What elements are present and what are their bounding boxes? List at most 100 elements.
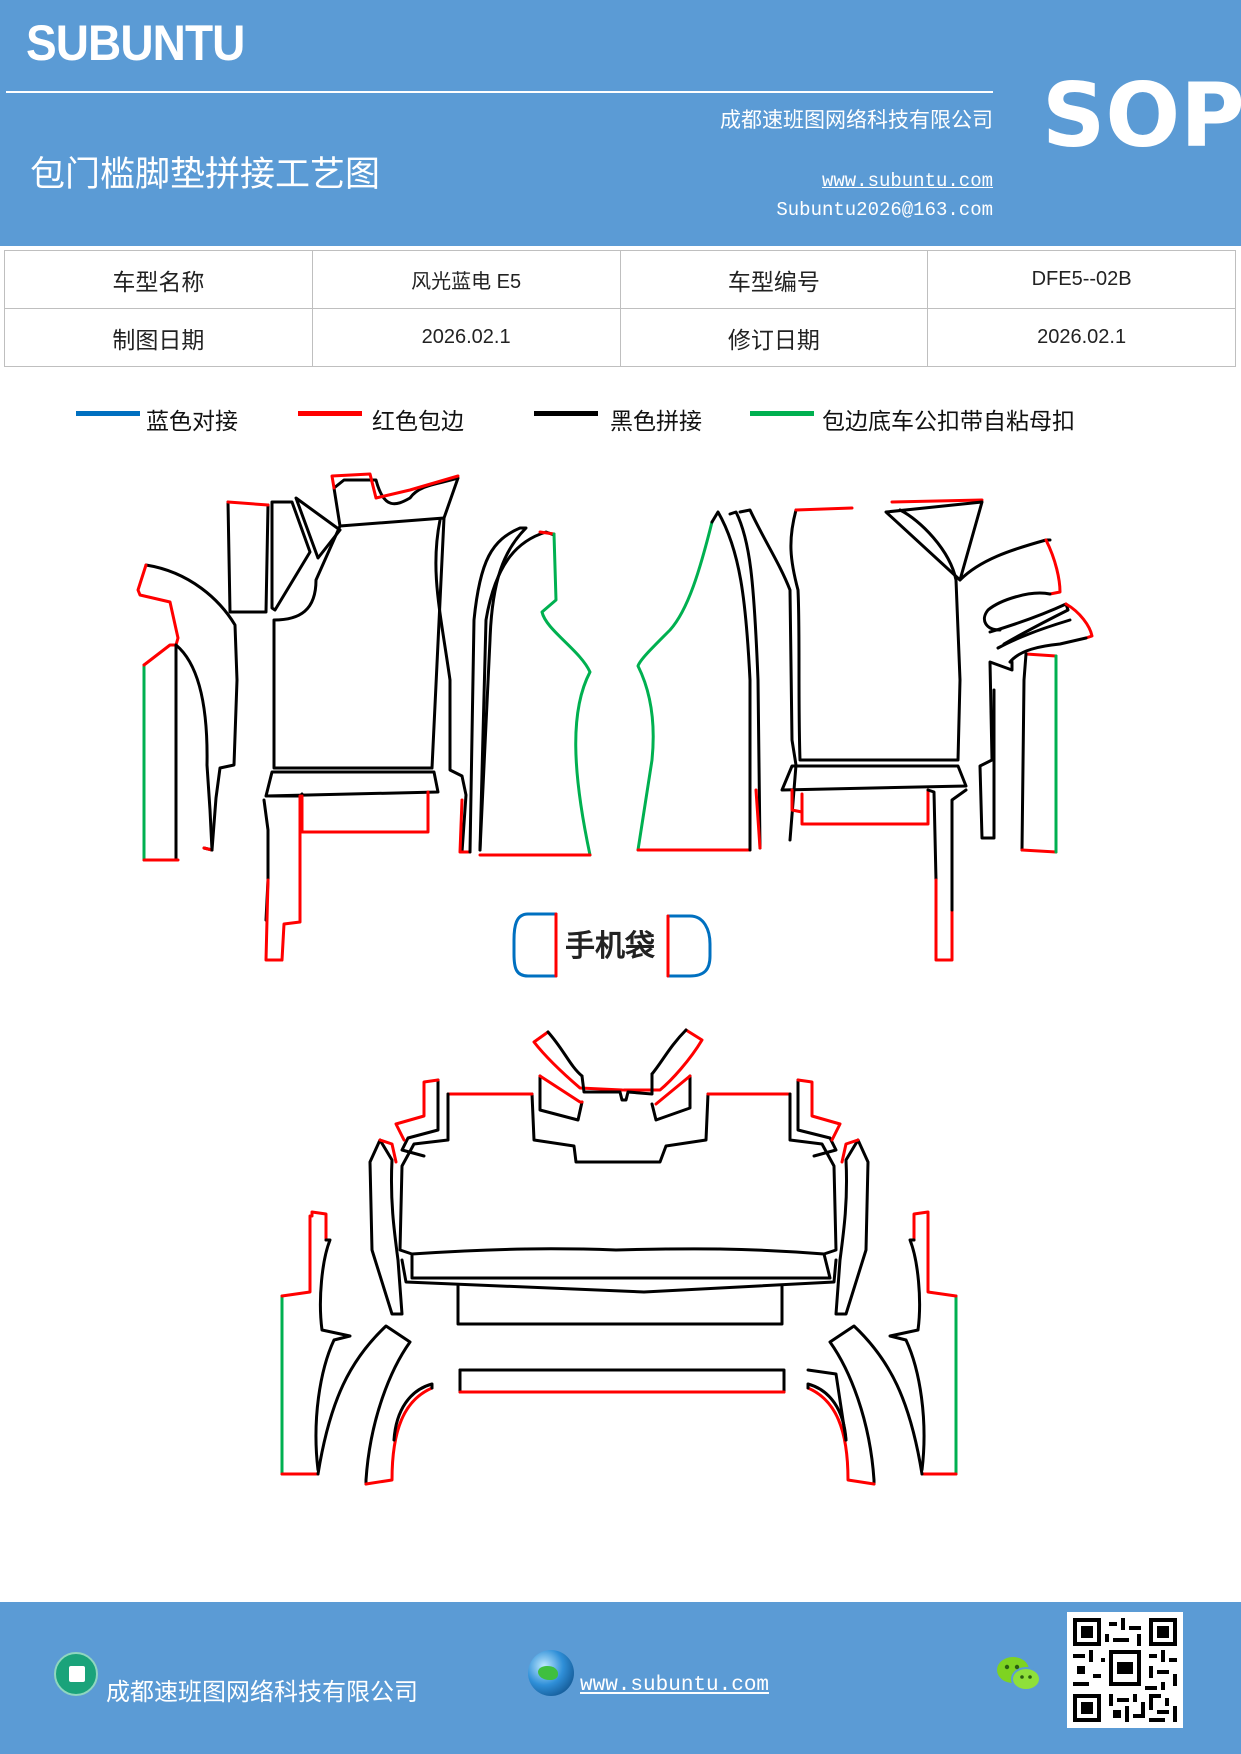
- mat-piece: [478, 530, 556, 852]
- globe-icon: [528, 1650, 574, 1696]
- mat-piece: [378, 1138, 398, 1164]
- legend-label: 红色包边: [372, 409, 464, 435]
- footer-website-link[interactable]: www.subuntu.com: [580, 1674, 770, 1697]
- mat-piece: [458, 798, 472, 854]
- mat-piece: [890, 498, 984, 504]
- mat-piece: [796, 1078, 842, 1142]
- page-header: SUBUNTU 成都速班图网络科技有限公司 包门槛脚垫拼接工艺图 www.sub…: [0, 0, 1241, 246]
- mat-piece: [400, 1258, 838, 1294]
- mat-piece: [738, 508, 798, 842]
- qr-code: [1067, 1612, 1183, 1728]
- mat-piece: [636, 520, 714, 852]
- mat-piece: [330, 472, 460, 500]
- mat-piece: [996, 618, 1072, 650]
- legend-label: 黑色拼接: [610, 409, 702, 435]
- mat-piece: [532, 1030, 624, 1092]
- mat-piece: [926, 1214, 958, 1298]
- mat-piece: [654, 1074, 692, 1106]
- mat-piece: [538, 530, 556, 536]
- contact-email[interactable]: Subuntu2026@163.com: [776, 199, 993, 221]
- mat-piece: [728, 510, 762, 850]
- mat-piece: [1020, 848, 1058, 854]
- mat-piece: [789, 508, 962, 762]
- legend-swatch-blue: [76, 411, 140, 416]
- document-title: 包门槛脚垫拼接工艺图: [30, 155, 381, 195]
- mat-piece: [540, 532, 592, 857]
- color-legend: 蓝色对接 红色包边 黑色拼接 包边底车公扣带自粘母扣: [0, 400, 1241, 440]
- mat-piece: [950, 788, 968, 912]
- phone-pocket-right: [666, 914, 712, 978]
- mat-piece: [314, 1238, 352, 1472]
- header-divider: [6, 91, 993, 93]
- mat-piece: [978, 660, 1014, 840]
- mat-piece: [226, 500, 270, 614]
- wechat-icon[interactable]: [996, 1654, 1042, 1694]
- mat-piece: [226, 500, 270, 507]
- mat-piece: [710, 510, 752, 852]
- mat-piece: [530, 1092, 710, 1164]
- mat-piece: [394, 1078, 440, 1142]
- mat-piece: [580, 1072, 654, 1102]
- mat-piece: [934, 878, 954, 962]
- qr-code-icon: [1073, 1618, 1177, 1722]
- mat-piece: [364, 1386, 434, 1486]
- mat-piece: [294, 496, 342, 560]
- phone-pocket-left: [512, 912, 558, 978]
- revision-date-value: 2026.02.1: [927, 308, 1236, 367]
- drawing-date-label: 制图日期: [4, 308, 313, 367]
- mat-piece: [828, 1324, 924, 1486]
- mat-piece: [458, 1368, 786, 1394]
- vehicle-info-table: 车型名称 风光蓝电 E5 车型编号 DFE5--02B 制图日期 2026.02…: [4, 250, 1236, 367]
- sop-badge: SOP: [1042, 64, 1241, 167]
- floor-mat-diagram: 手机袋: [0, 440, 1241, 1580]
- mat-piece: [300, 790, 430, 834]
- mat-piece: [546, 1030, 584, 1078]
- company-name: 成都速班图网络科技有限公司: [720, 108, 993, 132]
- phone-pocket-label: 手机袋: [565, 929, 655, 964]
- mat-piece: [392, 1382, 434, 1442]
- mat-piece: [264, 794, 302, 962]
- building-icon: [54, 1652, 98, 1696]
- mat-piece: [754, 788, 762, 850]
- page-footer: 成都速班图网络科技有限公司 www.subuntu.com: [0, 1602, 1241, 1754]
- mat-piece: [1020, 652, 1028, 852]
- mat-piece: [270, 500, 312, 612]
- mat-piece: [144, 563, 239, 852]
- mat-piece: [142, 643, 178, 667]
- mat-piece: [538, 1074, 584, 1122]
- mat-piece: [800, 788, 930, 826]
- legend-swatch-green: [750, 411, 814, 416]
- mat-piece: [650, 1074, 692, 1122]
- model-code-label: 车型编号: [619, 250, 929, 309]
- website-link[interactable]: www.subuntu.com: [821, 170, 993, 192]
- mat-piece: [780, 764, 968, 792]
- legend-label: 蓝色对接: [146, 409, 238, 435]
- mat-piece: [983, 591, 1052, 632]
- mat-piece: [1044, 538, 1062, 596]
- mat-piece: [398, 1092, 450, 1256]
- legend-swatch-black: [534, 411, 598, 416]
- mat-piece: [136, 563, 180, 647]
- brand-logo: SUBUNTU: [26, 15, 245, 71]
- mat-piece: [622, 1028, 704, 1092]
- legend-swatch-red: [298, 411, 362, 416]
- table-row: 车型名称 风光蓝电 E5 车型编号 DFE5--02B: [4, 250, 1236, 309]
- table-row: 制图日期 2026.02.1 修订日期 2026.02.1: [4, 308, 1236, 367]
- mat-piece: [794, 506, 854, 512]
- mat-piece: [410, 1247, 832, 1280]
- mat-piece: [912, 1210, 930, 1242]
- mat-piece: [400, 1078, 440, 1158]
- mat-piece: [888, 1238, 926, 1472]
- mat-piece: [456, 1284, 784, 1326]
- mat-piece: [788, 1092, 838, 1256]
- model-name-value: 风光蓝电 E5: [311, 250, 621, 309]
- mat-piece: [316, 1324, 412, 1486]
- legend-label: 包边底车公扣带自粘母扣: [822, 409, 1075, 435]
- mat-piece: [368, 1138, 404, 1316]
- mat-piece: [434, 518, 468, 854]
- drawing-date-value: 2026.02.1: [311, 308, 621, 367]
- mat-piece: [790, 788, 804, 814]
- mat-piece: [272, 516, 446, 770]
- mat-piece: [1024, 652, 1058, 658]
- mat-piece: [806, 1368, 848, 1442]
